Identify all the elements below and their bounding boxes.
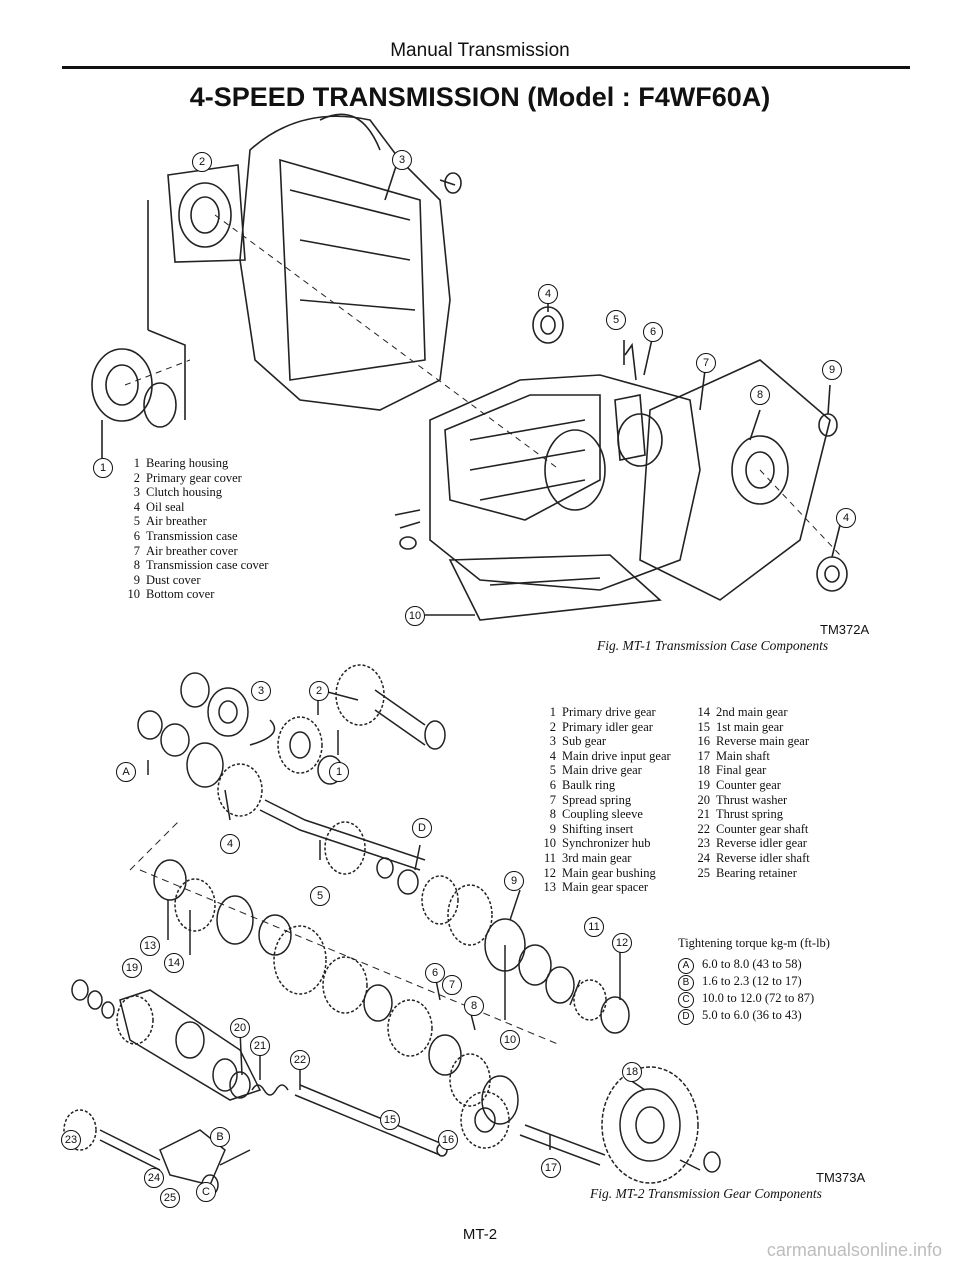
- fig2-callout-14: 14: [164, 953, 184, 973]
- page-number: MT-2: [462, 1226, 498, 1243]
- fig1-callout-3: 3: [392, 150, 412, 170]
- fig1-callout-7: 7: [696, 353, 716, 373]
- fig1-ref-code: TM372A: [820, 622, 870, 637]
- fig2-callout-5: 5: [310, 886, 330, 906]
- fig2-callout-D: D: [412, 818, 432, 838]
- fig2-callout-11: 11: [584, 917, 604, 937]
- fig2-callout-7: 7: [442, 975, 462, 995]
- fig1-callout-4b: 4: [836, 508, 856, 528]
- fig2-callout-12: 12: [612, 933, 632, 953]
- fig2-callout-21: 21: [250, 1036, 270, 1056]
- fig2-callout-19: 19: [122, 958, 142, 978]
- header-rule: [62, 66, 910, 69]
- fig2-callout-23: 23: [61, 1130, 81, 1150]
- fig2-callout-C: C: [196, 1182, 216, 1202]
- fig1-callout-1: 1: [93, 458, 113, 478]
- fig2-callout-2: 2: [309, 681, 329, 701]
- fig1-callout-10: 10: [405, 606, 425, 626]
- fig2-callout-18: 18: [622, 1062, 642, 1082]
- running-header: Manual Transmission: [390, 40, 570, 61]
- fig2-callout-9: 9: [504, 871, 524, 891]
- fig1-callout-9: 9: [822, 360, 842, 380]
- fig2-callout-1: 1: [329, 762, 349, 782]
- fig1-callout-5: 5: [606, 310, 626, 330]
- watermark: carmanualsonline.info: [766, 1240, 942, 1260]
- fig2-callout-16: 16: [438, 1130, 458, 1150]
- fig2-callout-8: 8: [464, 996, 484, 1016]
- fig2-callout-3: 3: [251, 681, 271, 701]
- fig2-callout-B: B: [210, 1127, 230, 1147]
- fig2-caption: Fig. MT-2 Transmission Gear Components: [590, 1186, 822, 1201]
- fig2-callout-15: 15: [380, 1110, 400, 1130]
- fig2-callout-10: 10: [500, 1030, 520, 1050]
- fig2-callout-17: 17: [541, 1158, 561, 1178]
- fig2-callout-6: 6: [425, 963, 445, 983]
- fig1-caption: Fig. MT-1 Transmission Case Components: [597, 638, 829, 653]
- fig2-callout-A: A: [116, 762, 136, 782]
- fig2-callout-25: 25: [160, 1188, 180, 1208]
- fig2-callout-20: 20: [230, 1018, 250, 1038]
- fig2-callout-24: 24: [144, 1168, 164, 1188]
- fig1-callout-6: 6: [643, 322, 663, 342]
- fig1-callout-8: 8: [750, 385, 770, 405]
- fig2-callout-13: 13: [140, 936, 160, 956]
- fig2-ref-code: TM373A: [816, 1170, 866, 1185]
- page-title: 4-SPEED TRANSMISSION (Model : F4WF60A): [189, 82, 771, 112]
- fig2-callout-22: 22: [290, 1050, 310, 1070]
- fig1-callout-2: 2: [192, 152, 212, 172]
- torque-title: Tightening torque kg-m (ft-lb): [678, 936, 830, 950]
- fig2-callout-4: 4: [220, 834, 240, 854]
- fig1-callout-4a: 4: [538, 284, 558, 304]
